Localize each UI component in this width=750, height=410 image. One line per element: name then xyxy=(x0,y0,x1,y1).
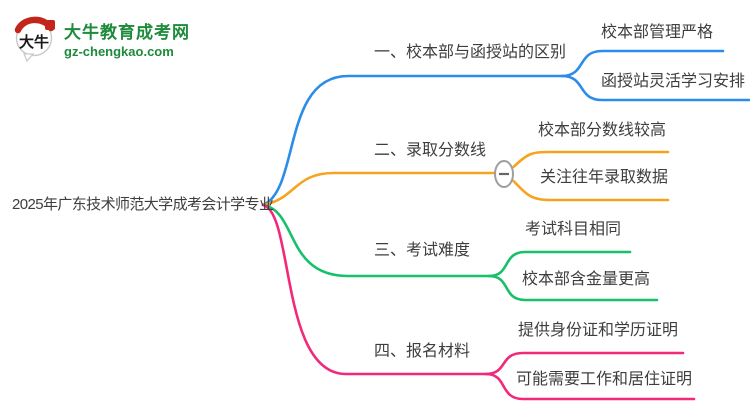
branch-3-line xyxy=(263,205,489,276)
branch-3-label[interactable]: 三、考试难度 xyxy=(374,242,471,259)
branch-1-child-1-line xyxy=(562,51,723,76)
branch-1-line xyxy=(263,76,562,205)
branch-4-label[interactable]: 四、报名材料 xyxy=(374,343,471,360)
collapse-toggle[interactable] xyxy=(495,161,513,187)
red-seal xyxy=(45,20,55,30)
logo-icon-text: 大牛 xyxy=(19,33,49,51)
branch-1-child-2-line xyxy=(562,76,749,100)
branch-2-child-1-line xyxy=(514,152,669,167)
branch-2-child-1-label[interactable]: 校本部分数线较高 xyxy=(538,122,667,139)
logo-title: 大牛教育成考网 xyxy=(64,22,190,42)
branch-4-child-2-line xyxy=(486,374,694,399)
site-logo[interactable]: 大牛 大牛教育成考网 gz-chengkao.com xyxy=(12,14,190,62)
branch-2-child-2-label[interactable]: 关注往年录取数据 xyxy=(540,169,669,186)
branch-4-line xyxy=(263,205,486,374)
branch-3-child-1-label[interactable]: 考试科目相同 xyxy=(525,221,622,238)
speech-bubble-tail xyxy=(24,54,33,61)
branch-2-child-2-line xyxy=(514,181,669,200)
branch-1-label[interactable]: 一、校本部与函授站的区别 xyxy=(374,44,567,61)
branch-1-child-2-label[interactable]: 函授站灵活学习安排 xyxy=(601,73,746,90)
branch-4-child-1-line xyxy=(486,353,683,374)
logo-domain: gz-chengkao.com xyxy=(64,43,174,59)
branch-3-child-2-line xyxy=(489,276,657,300)
branch-4-child-1-label[interactable]: 提供身份证和学历证明 xyxy=(518,322,679,339)
branch-2-line xyxy=(263,173,494,205)
branch-1-child-1-label[interactable]: 校本部管理严格 xyxy=(601,24,714,41)
root-topic[interactable]: 2025年广东技术师范大学成考会计学专业 xyxy=(12,196,274,213)
branch-4-child-2-label[interactable]: 可能需要工作和居住证明 xyxy=(516,371,693,388)
daniu-logo-icon: 大牛 xyxy=(12,14,55,62)
branch-2-label[interactable]: 二、录取分数线 xyxy=(374,142,487,159)
branch-3-child-1-line xyxy=(489,252,630,276)
branch-3-child-2-label[interactable]: 校本部含金量更高 xyxy=(522,271,651,288)
